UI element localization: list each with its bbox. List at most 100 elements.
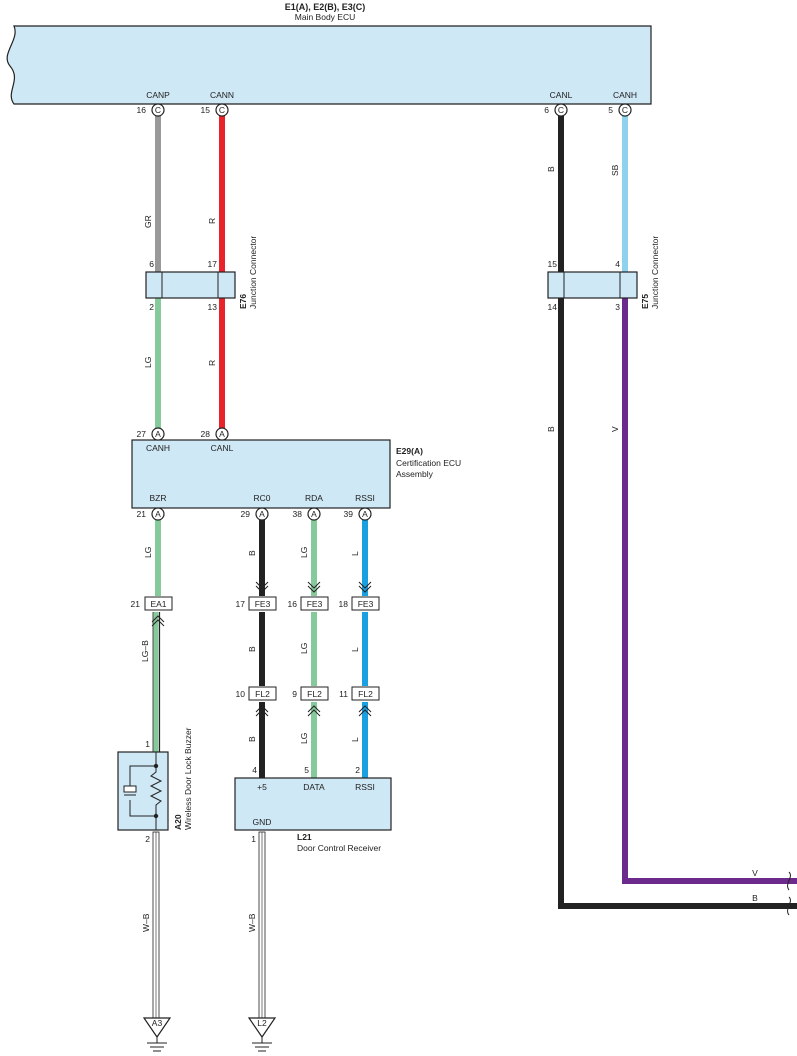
pin-conn-cann: C (219, 105, 225, 115)
connector-fl2-rda-label: FL2 (307, 689, 322, 699)
main-ecu-pins: C 16 C 15 C 6 C 5 (137, 103, 632, 117)
connector-ea1 (144, 596, 173, 611)
connector-fl2-rc0-label: FL2 (255, 689, 270, 699)
e29-pin-conn-rda: A (311, 509, 317, 519)
e29-pin-conn-canh: A (155, 429, 161, 439)
pin-label-cann: CANN (210, 90, 234, 100)
receiver-code: L21 (297, 832, 312, 842)
main-ecu-connector-codes: E1(A), E2(B), E3(C) (285, 2, 366, 12)
wire-label-rc0-bot: B (247, 736, 257, 742)
wire-label-l21-gnd: W–B (247, 913, 257, 932)
e76-box (145, 271, 236, 299)
connector-fe3-rc0 (248, 596, 277, 611)
connector-fe3-rda-num: 16 (288, 599, 298, 609)
e29-pin-num-rssi: 39 (344, 509, 354, 519)
buzzer-pin-bottom: 2 (145, 834, 150, 844)
pin-num-cann: 15 (201, 105, 211, 115)
pin-conn-canp: C (155, 105, 161, 115)
wire-label-exit-v: V (752, 868, 758, 878)
chevron-down-icon (358, 581, 372, 593)
wire-label-exit-b: B (752, 893, 758, 903)
wire-label-cann-mid: R (207, 360, 217, 366)
wire-label-rssi-mid: L (350, 647, 360, 652)
e75-pin-bottom-canl: 14 (548, 302, 558, 312)
wire-label-rda-top: LG (299, 547, 309, 558)
e75-pin-bottom-canh: 3 (615, 302, 620, 312)
chevron-down-icon (307, 581, 321, 593)
receiver-pin-label-plus5: +5 (257, 782, 267, 792)
buzzer-internal-wiring (129, 752, 157, 830)
ground-label-a3: A3 (152, 1018, 163, 1028)
e29-name-line1: Certification ECU (396, 458, 461, 468)
wire-label-rc0-mid: B (247, 646, 257, 652)
connector-fe3-rssi (351, 596, 380, 611)
connector-fe3-rc0-label: FE3 (255, 599, 271, 609)
e29-pin-conn-bzr: A (155, 509, 161, 519)
wire-label-rda-mid: LG (299, 643, 309, 654)
e75-pin-top-canl: 15 (548, 259, 558, 269)
wire-label-rssi-top: L (350, 551, 360, 556)
e76-code: E76 (238, 294, 248, 309)
e29-pin-num-canh: 27 (137, 429, 147, 439)
e29-pin-num-rda: 38 (293, 509, 303, 519)
certification-ecu: E29(A) Certification ECU Assembly CANH C… (131, 427, 461, 521)
connector-fe3-rssi-num: 18 (339, 599, 349, 609)
resistor-icon (149, 766, 163, 816)
wire-label-canh-top: SB (610, 164, 620, 176)
e76-pin-top-canp: 6 (149, 259, 154, 269)
e75-code: E75 (640, 294, 650, 309)
connector-fl2-rc0 (248, 686, 277, 701)
e29-pin-label-rda: RDA (305, 493, 323, 503)
e29-code: E29(A) (396, 446, 423, 456)
e75-pin-top-canh: 4 (615, 259, 620, 269)
pin-num-canp: 16 (137, 105, 147, 115)
e29-pin-conn-rssi: A (362, 509, 368, 519)
ground-triangle-icon (142, 1017, 172, 1039)
wire-canh-v-long (622, 298, 797, 884)
inline-connectors: EA1 21 FE3 17 FE3 16 FE3 18 FL2 10 FL2 9… (131, 581, 380, 717)
certification-ecu-box (131, 439, 391, 509)
e29-pin-conn-canl: A (219, 429, 225, 439)
wire-label-rssi-bot: L (350, 737, 360, 742)
connector-ea1-label: EA1 (150, 599, 166, 609)
wire-label-canp-mid: LG (143, 357, 153, 368)
e29-pin-label-rc0: RC0 (253, 493, 270, 503)
wire-label-rda-bot: LG (299, 733, 309, 744)
ground-triangle-icon (247, 1017, 277, 1039)
wires (152, 116, 797, 1019)
receiver-box (234, 777, 392, 831)
wire-label-bzr-top: LG (143, 547, 153, 558)
connector-fe3-rc0-num: 17 (236, 599, 246, 609)
e76-pin-top-cann: 17 (208, 259, 218, 269)
connector-fe3-rda-label: FE3 (307, 599, 323, 609)
chevron-up-icon (358, 705, 372, 717)
receiver-pin-num-data: 5 (304, 765, 309, 775)
e29-name-line2: Assembly (396, 469, 434, 479)
receiver-gnd-num: 1 (251, 834, 256, 844)
ground-a3: A3 (142, 1017, 172, 1052)
junction-connector-e76: 6 17 2 13 E76 Junction Connector (145, 236, 258, 312)
wire-label-cann-top: R (207, 218, 217, 224)
e29-pin-marker-canh (151, 427, 165, 441)
main-ecu-name: Main Body ECU (295, 12, 355, 22)
junction-connector-e75: 15 4 14 3 E75 Junction Connector (547, 236, 660, 312)
chevron-up-icon (151, 615, 165, 627)
receiver-pin-num-plus5: 4 (252, 765, 257, 775)
buzzer-code: A20 (173, 814, 183, 830)
e29-pin-label-rssi: RSSI (355, 493, 375, 503)
wire-label-a20-gnd: W–B (141, 913, 151, 932)
pin-marker-canp (151, 103, 165, 117)
pin-label-canp: CANP (146, 90, 170, 100)
wire-label-rc0-top: B (247, 550, 257, 556)
wire-break-icon (787, 871, 791, 891)
wire-label-bzr-mid: LG–B (140, 640, 150, 662)
wire-label-canl-long: B (546, 426, 556, 432)
connector-fl2-rda-num: 9 (292, 689, 297, 699)
pin-num-canl: 6 (544, 105, 549, 115)
chevron-down-icon (255, 581, 269, 593)
e76-pin-bottom-cann: 13 (208, 302, 218, 312)
e29-pin-marker-rda (307, 507, 321, 521)
wire-color-labels: GR R B SB LG R B V LG B LG L LG–B B LG L… (140, 164, 758, 932)
